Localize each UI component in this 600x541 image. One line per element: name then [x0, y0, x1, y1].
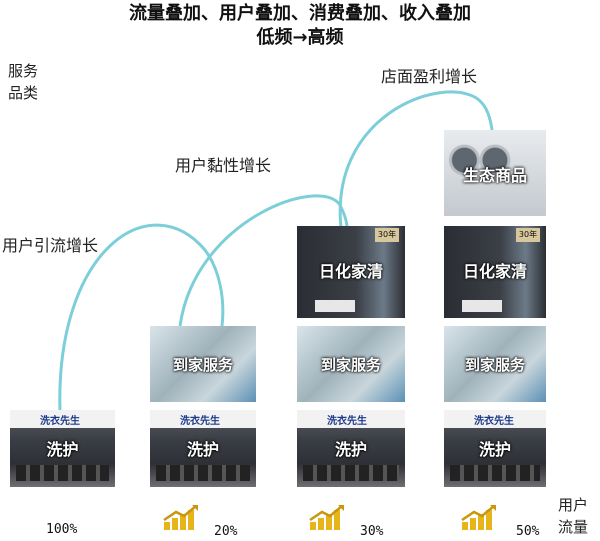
tile-eco-goods-col4: 生态商品	[444, 130, 546, 216]
tile-daily-clean-col4: 30年 日化家清	[444, 226, 546, 318]
y-axis-label-line1: 服务	[8, 62, 39, 80]
store-sign: 洗衣先生	[297, 410, 405, 428]
x-axis-label-line1: 用户	[558, 496, 589, 514]
tile-home-service-col4: 到家服务	[444, 326, 546, 402]
arc-stage3	[338, 90, 494, 229]
growth-label-stage2: 用户黏性增长	[175, 156, 272, 175]
growth-chart-icon	[163, 505, 198, 530]
store-sign-text: 洗衣先生	[474, 416, 514, 427]
tile-label: 洗护	[186, 440, 219, 459]
growth-label-stage1: 用户引流增长	[2, 236, 99, 255]
tile-home-service-col2: 到家服务	[150, 326, 256, 402]
tile-label: 日化家清	[318, 262, 383, 281]
arc-stage1	[58, 223, 225, 413]
tile-daily-clean-col3: 30年 日化家清	[297, 226, 405, 318]
growth-label-stage3: 店面盈利增长	[381, 67, 478, 86]
tile-label: 洗护	[478, 440, 511, 459]
tile-label: 到家服务	[320, 356, 381, 374]
traffic-pct-col1: 100%	[46, 522, 78, 537]
x-axis-label: 用户 流量	[558, 494, 588, 538]
tile-wash-col3: 洗衣先生 洗护	[297, 410, 405, 487]
store-sign: 洗衣先生	[150, 410, 256, 428]
tile-label: 到家服务	[464, 356, 525, 374]
tile-home-service-col3: 到家服务	[297, 326, 405, 402]
store-sign: 洗衣先生	[444, 410, 546, 428]
badge-30-years: 30年	[375, 228, 399, 242]
tile-label: 洗护	[334, 440, 367, 459]
subtitle: 低频→高频	[256, 27, 344, 48]
badge-30-years: 30年	[516, 228, 540, 242]
y-axis-label: 服务 品类	[8, 60, 38, 104]
store-sign-text: 洗衣先生	[180, 416, 220, 427]
traffic-pct-col2: 20%	[214, 524, 238, 539]
growth-chart-icon	[461, 505, 496, 530]
x-axis-label-line2: 流量	[558, 518, 589, 536]
tile-wash-col4: 洗衣先生 洗护	[444, 410, 546, 487]
main-title: 流量叠加、用户叠加、消费叠加、收入叠加	[129, 3, 471, 24]
tile-wash-col2: 洗衣先生 洗护	[150, 410, 256, 487]
tile-wash-col1: 洗衣先生 洗护	[10, 410, 115, 487]
growth-chart-icon	[309, 505, 344, 530]
traffic-pct-col3: 30%	[360, 524, 384, 539]
store-sign-text: 洗衣先生	[40, 416, 80, 427]
y-axis-label-line2: 品类	[8, 84, 39, 102]
store-sign: 洗衣先生	[10, 410, 115, 428]
tile-label: 生态商品	[462, 166, 527, 185]
tile-label: 到家服务	[172, 356, 233, 374]
traffic-pct-col4: 50%	[516, 524, 540, 539]
tile-label: 日化家清	[462, 262, 527, 281]
store-sign-text: 洗衣先生	[327, 416, 367, 427]
arc-stage2	[178, 194, 349, 327]
tile-label: 洗护	[46, 440, 79, 459]
